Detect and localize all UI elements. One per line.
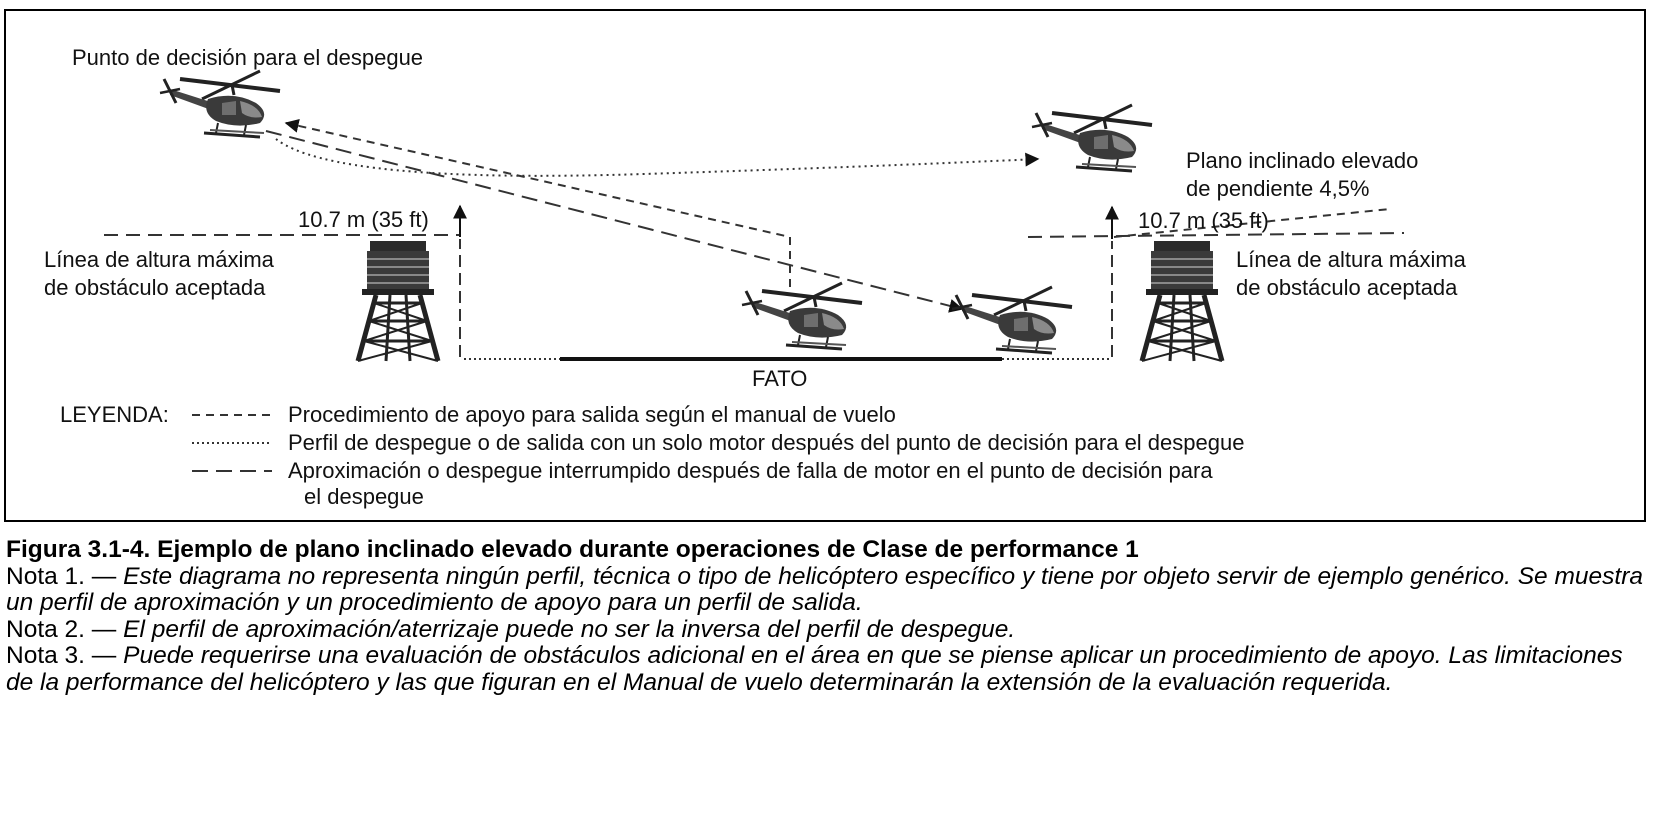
figure-caption: Figura 3.1-4. Ejemplo de plano inclinado…: [6, 536, 1646, 696]
helicopter-fato: [740, 281, 864, 351]
note-2: Nota 2. — El perfil de aproximación/ater…: [6, 615, 1646, 644]
label-inclined-plane-1: Plano inclinado elevado: [1186, 148, 1418, 173]
label-height-right: 10.7 m (35 ft): [1138, 208, 1269, 233]
obstacle-tower-left: [358, 241, 438, 361]
label-obstacle-left-1: Línea de altura máxima: [44, 247, 275, 272]
note-1-label: Nota 1. —: [6, 562, 124, 590]
single-engine-departure-path: [275, 138, 1040, 177]
obstacle-height-line-right: [1027, 232, 1405, 238]
note-2-text: El perfil de aproximación/aterrizaje pue…: [123, 615, 1016, 643]
legend: LEYENDA: Procedimiento de apoyo para sal…: [60, 402, 1244, 509]
label-tdp: Punto de decisión para el despegue: [72, 45, 423, 70]
label-obstacle-right-2: de obstáculo aceptada: [1236, 275, 1458, 300]
legend-item-3-line2: el despegue: [304, 484, 424, 509]
label-obstacle-right-1: Línea de altura máxima: [1236, 247, 1467, 272]
helicopter-rejected: [950, 285, 1074, 355]
legend-item-2: Perfil de despegue o de salida con un so…: [288, 430, 1244, 455]
backup-procedure-path: [284, 118, 791, 287]
note-3-text: Puede requerirse una evaluación de obstá…: [6, 642, 1623, 696]
legend-item-1: Procedimiento de apoyo para salida según…: [288, 402, 896, 427]
note-1: Nota 1. — Este diagrama no representa ni…: [6, 562, 1646, 617]
note-3: Nota 3. — Puede requerirse una evaluació…: [6, 642, 1646, 696]
diagram-canvas: Punto de decisión para el despegue Plano…: [44, 45, 1467, 509]
note-3-label: Nota 3. —: [6, 642, 124, 669]
note-1-text: Este diagrama no representa ningún perfi…: [6, 562, 1643, 616]
label-inclined-plane-2: de pendiente 4,5%: [1186, 176, 1370, 201]
legend-item-3-line1: Aproximación o despegue interrumpido des…: [288, 458, 1213, 483]
note-2-label: Nota 2. —: [6, 615, 124, 643]
label-height-left: 10.7 m (35 ft): [298, 207, 429, 232]
label-obstacle-left-2: de obstáculo aceptada: [44, 275, 266, 300]
helicopter-tdp: [158, 69, 282, 139]
label-fato: FATO: [752, 366, 807, 391]
legend-title: LEYENDA:: [60, 402, 169, 427]
diagram-frame: [4, 9, 1646, 522]
figure-title: Figura 3.1-4. Ejemplo de plano inclinado…: [6, 536, 1139, 563]
inclined-plane-line: [1113, 208, 1391, 238]
obstacle-tower-right: [1142, 241, 1222, 361]
helicopter-climb: [1030, 103, 1154, 173]
